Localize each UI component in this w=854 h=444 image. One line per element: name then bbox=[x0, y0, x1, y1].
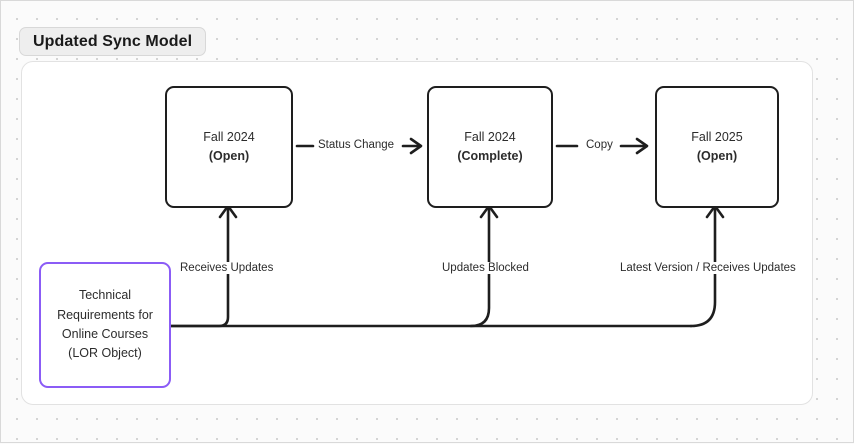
node-lor-object[interactable]: Technical Requirements for Online Course… bbox=[39, 262, 171, 388]
edge-label-status-change: Status Change bbox=[315, 139, 398, 151]
lor-line-1: Technical bbox=[78, 288, 132, 303]
node-status: (Complete) bbox=[457, 149, 523, 163]
node-status: (Open) bbox=[696, 149, 738, 163]
node-title: Fall 2025 bbox=[691, 129, 743, 144]
edge-label-latest-version: Latest Version / Receives Updates bbox=[617, 262, 799, 274]
edge-label-copy: Copy bbox=[583, 139, 616, 151]
lor-line-4: (LOR Object) bbox=[68, 346, 142, 361]
lor-line-2: Requirements for bbox=[57, 307, 153, 322]
node-fall2024-complete[interactable]: Fall 2024 (Complete) bbox=[427, 86, 553, 208]
edge-label-receives-updates: Receives Updates bbox=[177, 262, 277, 274]
node-title: Fall 2024 bbox=[203, 129, 255, 144]
node-fall2024-open[interactable]: Fall 2024 (Open) bbox=[165, 86, 293, 208]
node-title: Fall 2024 bbox=[464, 129, 516, 144]
node-fall2025-open[interactable]: Fall 2025 (Open) bbox=[655, 86, 779, 208]
lor-line-3: Online Courses bbox=[61, 327, 149, 341]
diagram-title-badge[interactable]: Updated Sync Model bbox=[19, 27, 207, 56]
node-status: (Open) bbox=[208, 149, 250, 163]
edge-label-updates-blocked: Updates Blocked bbox=[439, 262, 532, 274]
page-title: Updated Sync Model bbox=[33, 32, 193, 50]
